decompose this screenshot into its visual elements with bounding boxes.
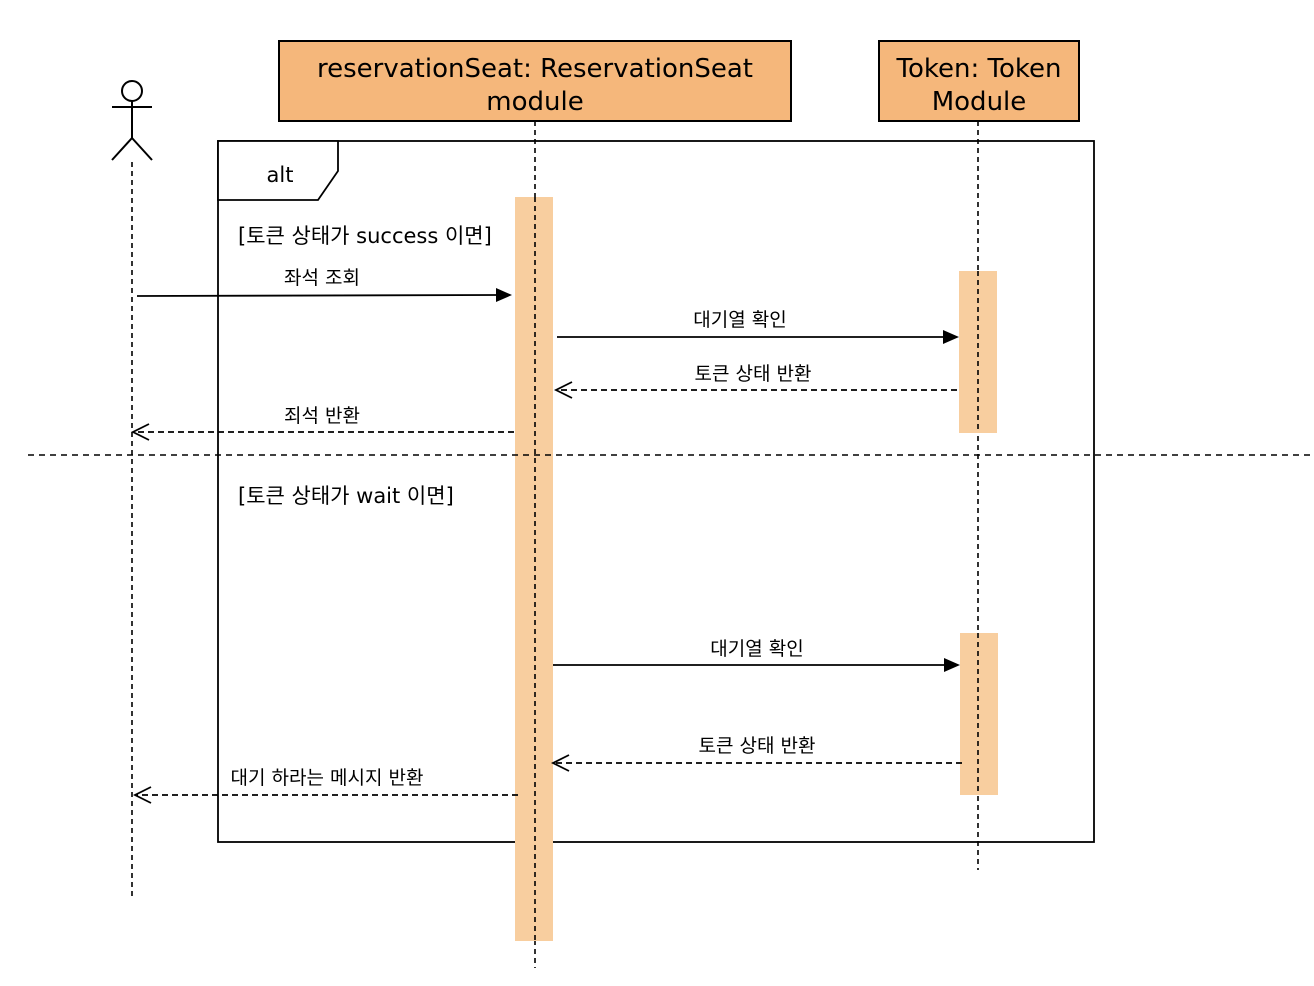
message-wait-message-return: 대기 하라는 메시지 반환 — [132, 767, 518, 804]
participant-reservation-line1: reservationSeat: ReservationSeat — [317, 54, 753, 84]
guard-success: [토큰 상태가 success 이면] — [238, 224, 492, 248]
svg-text:대기열 확인: 대기열 확인 — [710, 638, 803, 660]
arrowhead-solid — [944, 658, 960, 672]
svg-text:토큰 상태 반환: 토큰 상태 반환 — [699, 735, 816, 757]
arrowhead-open — [130, 423, 150, 441]
participant-reservation-line2: module — [486, 87, 583, 117]
message-queue-check-1: 대기열 확인 — [557, 309, 959, 344]
svg-text:토큰 상태 반환: 토큰 상태 반환 — [695, 363, 812, 385]
participant-token-line1: Token: Token — [896, 54, 1062, 84]
svg-text:좌석 조회: 좌석 조회 — [284, 267, 360, 289]
guard-wait: [토큰 상태가 wait 이면] — [238, 484, 454, 508]
message-queue-check-2: 대기열 확인 — [553, 638, 960, 672]
alt-frame — [217, 140, 1095, 843]
alt-operator-label: alt — [267, 163, 294, 187]
reservation-activation-bar — [515, 197, 553, 941]
arrowhead-open — [550, 754, 570, 772]
token-activation-bar-2 — [960, 633, 998, 795]
arrowhead-solid — [496, 288, 512, 302]
message-token-status-return-2: 토큰 상태 반환 — [550, 735, 962, 772]
message-seat-return: 죄석 반환 — [130, 405, 514, 441]
participant-token: Token: Token Module — [878, 40, 1080, 122]
message-token-status-return-1: 토큰 상태 반환 — [553, 363, 957, 399]
alt-frame-tab — [217, 140, 339, 201]
message-seat-query: 좌석 조회 — [136, 267, 512, 302]
participant-reservation-seat: reservationSeat: ReservationSeat module — [278, 40, 792, 122]
arrowhead-open — [553, 381, 573, 399]
participant-token-line2: Module — [932, 87, 1027, 117]
svg-text:죄석 반환: 죄석 반환 — [284, 405, 360, 427]
svg-text:대기열 확인: 대기열 확인 — [693, 309, 786, 331]
arrowhead-open — [132, 786, 152, 804]
actor-icon — [111, 80, 153, 161]
svg-text:대기 하라는 메시지 반환: 대기 하라는 메시지 반환 — [231, 767, 424, 789]
arrowhead-solid — [943, 330, 959, 344]
